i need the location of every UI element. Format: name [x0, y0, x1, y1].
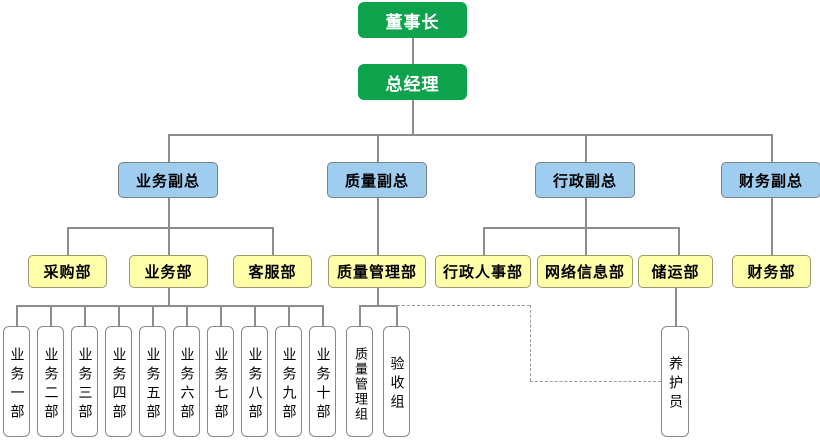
node-dept-storage-transport[interactable]: 储运部: [638, 255, 713, 288]
node-unit-business-6[interactable]: 业务六部: [173, 326, 200, 437]
node-unit-acceptance-group[interactable]: 验收组: [383, 326, 410, 437]
connector-business-units-bus: [16, 305, 322, 307]
node-unit-business-9[interactable]: 业务九部: [275, 326, 302, 437]
connector-dept-business-drop: [168, 227, 170, 255]
connector-unit-2-drop: [50, 305, 52, 326]
connector-vp4-down: [771, 198, 773, 255]
connector-unit-10-drop: [322, 305, 324, 326]
node-unit-business-4[interactable]: 业务四部: [105, 326, 132, 437]
node-unit-business-5[interactable]: 业务五部: [139, 326, 166, 437]
connector-unit-3-drop: [84, 305, 86, 326]
node-vp-finance[interactable]: 财务副总: [721, 162, 820, 198]
connector-unit-5-drop: [152, 305, 154, 326]
connector-dept-service-drop: [272, 227, 274, 255]
connector-business-down: [168, 288, 170, 305]
connector-unit-6-drop: [186, 305, 188, 326]
connector-quality-units-bus: [359, 305, 396, 307]
connector-dept-hr-drop: [483, 227, 485, 255]
node-unit-maintenance-staff[interactable]: 养护员: [661, 326, 689, 437]
node-dept-hr-admin[interactable]: 行政人事部: [435, 255, 531, 288]
connector-vp3-bus: [483, 227, 679, 229]
node-unit-business-3[interactable]: 业务三部: [71, 326, 98, 437]
node-general-manager[interactable]: 总经理: [358, 64, 467, 100]
node-unit-business-10[interactable]: 业务十部: [309, 326, 336, 437]
connector-chairman-gm: [412, 38, 414, 64]
dashed-link-top: [397, 305, 530, 306]
node-vp-administration[interactable]: 行政副总: [535, 162, 635, 198]
node-unit-business-1[interactable]: 业务一部: [3, 326, 30, 437]
node-vp-quality[interactable]: 质量副总: [327, 162, 427, 198]
node-vp-business[interactable]: 业务副总: [118, 162, 218, 198]
node-dept-purchasing[interactable]: 采购部: [28, 255, 107, 288]
connector-vp3-down: [585, 198, 587, 227]
node-unit-quality-management-group[interactable]: 质量管理组: [346, 326, 373, 437]
connector-qunit-1-drop: [359, 305, 361, 326]
connector-unit-4-drop: [118, 305, 120, 326]
connector-unit-1-drop: [16, 305, 18, 326]
connector-dept-it-drop: [585, 227, 587, 255]
node-dept-network-information[interactable]: 网络信息部: [537, 255, 633, 288]
node-unit-business-7[interactable]: 业务七部: [207, 326, 234, 437]
connector-gm-down: [412, 100, 414, 134]
connector-vp1-bus: [67, 227, 273, 229]
connector-unit-7-drop: [220, 305, 222, 326]
dashed-link-bottom: [530, 381, 661, 382]
node-chairman[interactable]: 董事长: [358, 2, 467, 38]
node-unit-business-8[interactable]: 业务八部: [241, 326, 268, 437]
connector-vp-4-drop: [771, 134, 773, 162]
node-dept-business[interactable]: 业务部: [129, 255, 208, 288]
connector-vp-1-drop: [168, 134, 170, 162]
node-dept-customer-service[interactable]: 客服部: [233, 255, 312, 288]
connector-vp1-down: [168, 198, 170, 227]
connector-unit-9-drop: [288, 305, 290, 326]
connector-vp-3-drop: [585, 134, 587, 162]
node-unit-business-2[interactable]: 业务二部: [37, 326, 64, 437]
connector-vp-bus: [168, 134, 772, 136]
connector-logistics-down: [675, 288, 677, 326]
connector-qunit-2-drop: [396, 305, 398, 326]
node-dept-finance[interactable]: 财务部: [732, 255, 811, 288]
dashed-link-vertical: [530, 305, 531, 381]
connector-dept-logistics-drop: [678, 227, 680, 255]
connector-vp-2-drop: [377, 134, 379, 162]
connector-quality-down: [377, 288, 379, 305]
connector-vp2-down: [377, 198, 379, 255]
connector-unit-8-drop: [254, 305, 256, 326]
connector-dept-purchase-drop: [67, 227, 69, 255]
node-dept-quality-management[interactable]: 质量管理部: [328, 255, 426, 288]
